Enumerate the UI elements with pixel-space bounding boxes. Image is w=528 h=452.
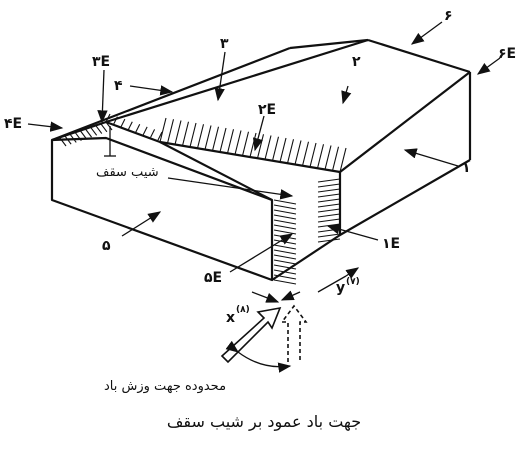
hatch-line: [317, 213, 341, 218]
hatch-line: [150, 129, 156, 138]
hatch-line: [174, 120, 182, 145]
building-wind-diagram: ۱ ۲ ۳ ۴ ۵ ۶ ۱E ۲E ۳E ۴E ۵E ۶E x (۸) y (۷…: [4, 8, 516, 394]
hatch-line: [273, 214, 297, 220]
hatch-line: [317, 238, 341, 243]
hatch-line: [279, 137, 287, 163]
label-e2: ۲E: [258, 102, 276, 118]
wind-arrow-dashed: [280, 304, 308, 362]
hatch-line: [85, 128, 92, 138]
hatch-line: [273, 219, 297, 225]
hatch-line: [273, 259, 297, 265]
hatch-line: [273, 244, 297, 250]
hatch-line: [324, 145, 332, 170]
hatch-line: [317, 218, 341, 223]
pointer-arrows: [27, 21, 501, 273]
hatch-line: [211, 126, 220, 151]
hatch-line: [317, 228, 341, 233]
hatch-line: [273, 249, 297, 255]
hatch-line: [249, 132, 257, 158]
hatch-line: [166, 119, 175, 144]
hatch-line: [273, 199, 297, 205]
label-e3: ۳E: [92, 54, 110, 70]
hatch-line: [234, 130, 242, 155]
roof-edge-hatch: [159, 117, 347, 173]
label-x-sup: (۸): [236, 305, 250, 315]
hatch-line: [317, 193, 341, 198]
gable-corner-hatch: [59, 113, 163, 147]
hatch-line: [273, 204, 297, 210]
hatch-line: [69, 134, 77, 143]
hatch-line: [95, 125, 103, 134]
label-3: ۳: [220, 36, 229, 52]
hatch-line: [271, 136, 280, 161]
hatch-line: [127, 121, 133, 130]
hatch-line: [120, 118, 126, 128]
hatch-line: [273, 224, 297, 230]
hatch-line: [159, 117, 167, 143]
hatch-line: [273, 279, 297, 285]
hatch-line: [273, 209, 297, 215]
hatch-line: [157, 131, 163, 141]
hatch-line: [317, 188, 341, 193]
hatch-line: [317, 203, 341, 208]
hatch-line: [59, 137, 67, 147]
hatch-line: [273, 254, 297, 260]
labels: ۱ ۲ ۳ ۴ ۵ ۶ ۱E ۲E ۳E ۴E ۵E ۶E x (۸) y (۷…: [4, 8, 516, 394]
hatch-line: [331, 146, 340, 171]
hatch-line: [189, 122, 197, 148]
hatch-line: [294, 140, 302, 165]
hatch-line: [317, 198, 341, 203]
label-5: ۵: [102, 238, 111, 254]
label-y-sup: (۷): [346, 277, 360, 287]
label-2: ۲: [352, 54, 361, 70]
label-6: ۶: [444, 8, 453, 24]
hatch-line: [339, 147, 347, 173]
hatch-line: [226, 129, 235, 154]
hatch-line: [64, 135, 72, 145]
hatch-line: [317, 183, 341, 188]
hatch-line: [142, 126, 148, 136]
hatch-line: [74, 132, 82, 141]
dimension-y: [317, 267, 360, 293]
hatch-line: [317, 233, 341, 238]
hatch-line: [309, 142, 317, 168]
hatch-line: [241, 131, 250, 156]
label-x: x: [226, 310, 235, 326]
hatch-line: [196, 124, 205, 149]
hatch-line: [105, 121, 113, 131]
wind-range-label: محدوده جهت وزش باد: [104, 379, 226, 394]
label-e4: ۴E: [4, 116, 22, 132]
building-outline: [50, 38, 472, 282]
hatch-line: [204, 125, 212, 150]
label-1: ۱: [462, 160, 471, 176]
hatch-line: [317, 208, 341, 213]
hatch-line: [100, 123, 108, 133]
hatch-line: [273, 274, 297, 280]
edge-dimension-3e: [104, 126, 116, 157]
hatch-line: [112, 116, 118, 125]
hatch-line: [316, 144, 325, 169]
label-4: ۴: [114, 78, 123, 94]
wind-range-arc: [225, 340, 292, 373]
hatch-line: [181, 121, 190, 146]
hatch-line: [286, 139, 295, 164]
hatch-line: [317, 178, 341, 183]
hatch-line: [273, 229, 297, 235]
hatch-line: [80, 130, 87, 140]
label-e6: ۶E: [498, 46, 516, 62]
hatch-line: [90, 127, 98, 136]
dimension-x: [251, 290, 301, 303]
label-y: y: [336, 280, 345, 296]
label-e5: ۵E: [204, 270, 222, 286]
label-e1: ۱E: [382, 236, 400, 252]
hatch-line: [273, 269, 297, 275]
hatch-line: [273, 264, 297, 270]
figure-caption: جهت باد عمود بر شیب سقف: [166, 412, 362, 431]
hatch-line: [301, 141, 310, 166]
hatch-line: [135, 124, 141, 133]
hatch-line: [219, 127, 227, 153]
roof-slope-label: شیب سقف: [96, 165, 159, 180]
hatch-line: [264, 135, 272, 160]
